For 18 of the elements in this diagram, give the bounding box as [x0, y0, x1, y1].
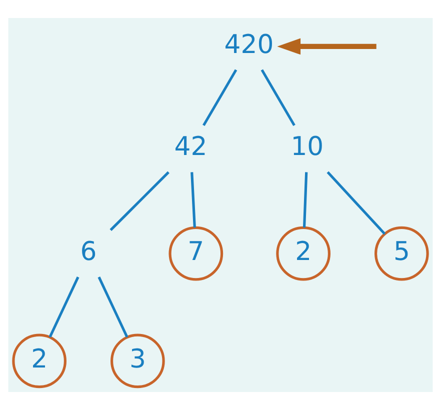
node-circle: 7	[168, 226, 224, 281]
connector	[326, 171, 386, 235]
connector	[98, 276, 128, 338]
node-text: 6	[80, 237, 97, 267]
node-circle: 3	[110, 334, 165, 388]
connector	[302, 172, 308, 228]
node-text: 420	[224, 30, 274, 60]
node-text: 42	[174, 132, 208, 162]
arrow	[277, 38, 376, 55]
node-circle: 2	[12, 334, 66, 388]
node-text: 10	[290, 132, 324, 162]
node-circle: 2	[276, 226, 330, 281]
node-circle: 5	[374, 226, 429, 281]
connector	[202, 69, 238, 126]
connector	[260, 69, 296, 126]
connector	[110, 171, 170, 232]
connector	[190, 172, 196, 228]
connector	[48, 276, 80, 338]
